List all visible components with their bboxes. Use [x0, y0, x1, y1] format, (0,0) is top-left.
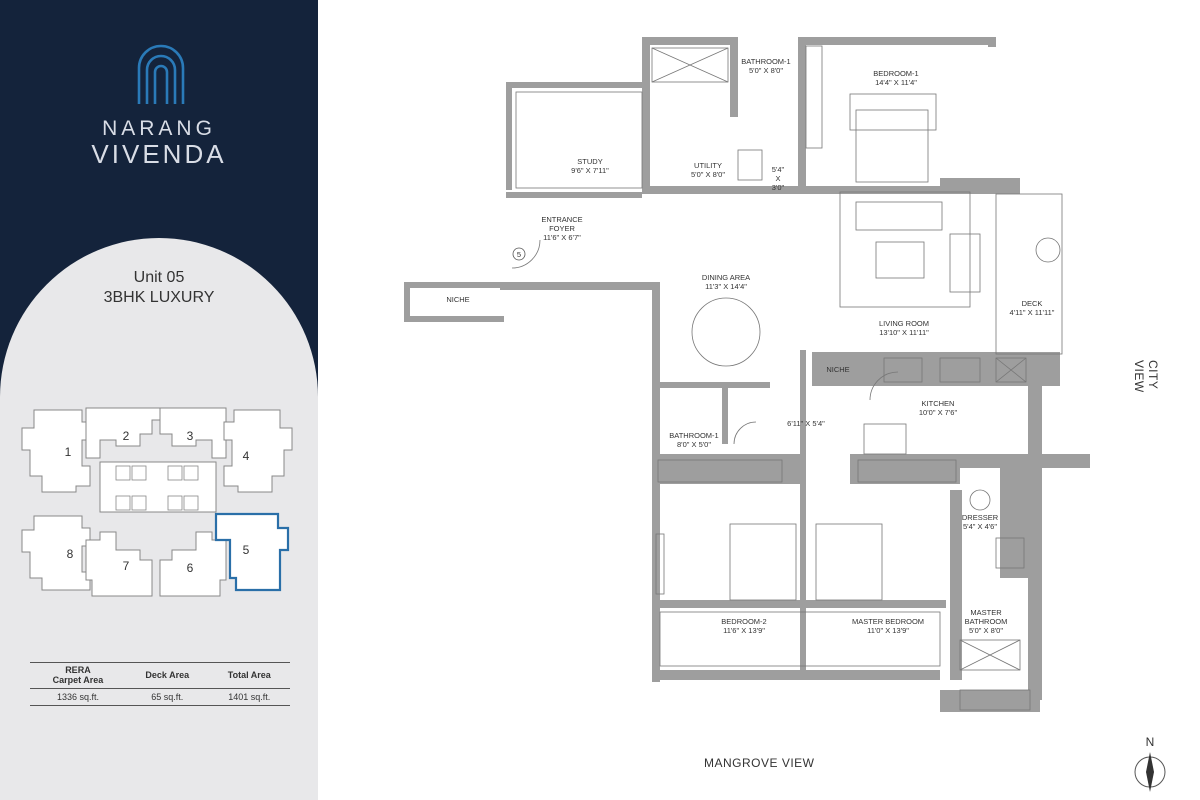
keyplan-unit-7 [85, 531, 153, 597]
label-kitchen: KITCHEN [922, 399, 955, 408]
keyplan-label-6: 6 [187, 561, 194, 575]
keyplan-label-3: 3 [187, 429, 194, 443]
unit-title: Unit 05 3BHK LUXURY [0, 268, 318, 308]
view-label-right: CITY VIEW [1132, 360, 1160, 393]
keyplan-unit-8 [21, 515, 91, 591]
area-value-carpet: 1336 sq.ft. [30, 688, 126, 706]
view-label-bottom: MANGROVE VIEW [704, 756, 815, 770]
keyplan-unit-3 [159, 407, 227, 459]
label-niche-left: NICHE [446, 295, 469, 304]
dim-master-bath: 5'0" X 8'0" [969, 626, 1003, 635]
dim-passage-1: 5'4" [772, 165, 785, 174]
key-plan: 1 2 3 4 5 6 7 8 [21, 407, 293, 597]
keyplan-label-8: 8 [67, 547, 74, 561]
dim-dining: 11'3" X 14'4" [705, 282, 747, 291]
label-foyer-1: ENTRANCE [541, 215, 582, 224]
dim-utility: 5'0" X 8'0" [691, 170, 725, 179]
dim-passage-2: X [775, 174, 780, 183]
keyplan-unit-4 [223, 409, 293, 493]
area-value-total: 1401 sq.ft. [208, 688, 290, 706]
area-header-total: Total Area [208, 662, 290, 689]
compass-label: N [1146, 735, 1155, 749]
unit-type: 3BHK LUXURY [103, 289, 215, 306]
dim-bedroom2: 11'6" X 13'9" [723, 626, 765, 635]
keyplan-unit-6 [159, 531, 227, 597]
door-tag-marker [512, 247, 526, 261]
dim-passage-3: 3'0" [772, 183, 785, 192]
label-deck: DECK [1022, 299, 1043, 308]
unit-name: Unit 05 [133, 269, 185, 286]
room-labels: BATHROOM-1 5'0" X 8'0" BEDROOM-1 14'4" X… [446, 57, 1054, 635]
door-tag: 5 [517, 250, 521, 259]
label-bedroom1: BEDROOM-1 [873, 69, 918, 78]
walls [404, 37, 1090, 712]
keyplan-label-7: 7 [123, 559, 130, 573]
dim-bathroom1-mid: 8'0" X 5'0" [677, 440, 711, 449]
label-master-bath-2: BATHROOM [965, 617, 1008, 626]
dim-kitchen: 10'0" X 7'6" [919, 408, 958, 417]
dim-master-bedroom: 11'0" X 13'9" [867, 626, 909, 635]
dim-study: 9'6" X 7'11" [571, 166, 609, 175]
area-header-deck: Deck Area [125, 662, 209, 689]
label-study: STUDY [577, 157, 602, 166]
brand-name-line2: VIVENDA [91, 139, 227, 169]
label-niche-kitchen: NICHE [826, 365, 849, 374]
label-bathroom1-mid: BATHROOM-1 [669, 431, 718, 440]
keyplan-label-1: 1 [65, 445, 72, 459]
area-value-deck: 65 sq.ft. [125, 688, 209, 706]
brand-name-line1: NARANG [102, 117, 216, 140]
dim-dresser: 5'4" X 4'6" [963, 522, 997, 531]
dim-living: 13'10" X 11'11" [879, 328, 929, 337]
floor-plan: BATHROOM-1 5'0" X 8'0" BEDROOM-1 14'4" X… [404, 37, 1090, 712]
furniture [511, 45, 1063, 711]
label-dining: DINING AREA [702, 273, 750, 282]
keyplan-label-5: 5 [243, 543, 250, 557]
label-bathroom1-top: BATHROOM-1 [741, 57, 790, 66]
label-master-bedroom: MASTER BEDROOM [852, 617, 924, 626]
keyplan-label-4: 4 [243, 449, 250, 463]
dim-bathroom1-top: 5'0" X 8'0" [749, 66, 783, 75]
label-foyer-2: FOYER [549, 224, 575, 233]
dim-lobby: 6'11" X 5'4" [787, 419, 825, 428]
dim-bedroom1: 14'4" X 11'4" [875, 78, 917, 87]
keyplan-label-2: 2 [123, 429, 130, 443]
label-dresser: DRESSER [962, 513, 999, 522]
keyplan-unit-5 [214, 512, 290, 592]
dim-foyer: 11'6" X 6'7" [543, 233, 581, 242]
label-master-bath-1: MASTER [970, 608, 1002, 617]
dim-deck: 4'11" X 11'11" [1010, 308, 1055, 317]
label-utility: UTILITY [694, 161, 722, 170]
brand-logo-icon [137, 44, 185, 104]
area-table: RERA Carpet Area Deck Area Total Area 13… [30, 662, 290, 706]
label-living: LIVING ROOM [879, 319, 929, 328]
label-bedroom2: BEDROOM-2 [721, 617, 766, 626]
keyplan-unit-1 [21, 409, 91, 493]
compass-icon: N [1134, 735, 1166, 792]
area-header-carpet: RERA Carpet Area [30, 662, 126, 689]
sidebar: NARANG VIVENDA Unit 05 3BHK LUXURY 1 2 3 [0, 0, 318, 800]
